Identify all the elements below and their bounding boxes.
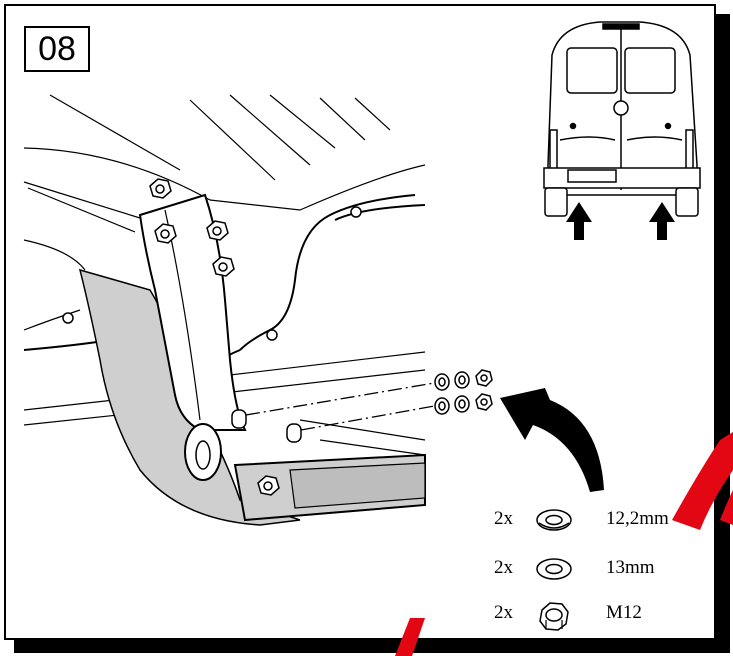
- flat-washer-icon: [534, 555, 574, 589]
- legend-size: M12: [606, 602, 642, 623]
- alignment-lines: [245, 381, 441, 431]
- cable-clips: [62, 206, 362, 341]
- washer-stack-lower: [434, 393, 493, 415]
- curved-arrow-icon: [500, 388, 604, 492]
- step-number: 08: [24, 26, 90, 72]
- van-rear-icon: [543, 21, 701, 217]
- location-arrows-icon: [566, 202, 675, 240]
- vehicle-underbody-lines: [23, 94, 426, 456]
- legend-quantity: 2x: [494, 602, 513, 623]
- hex-nut-icon: [534, 600, 574, 638]
- washer-stack-upper: [434, 369, 493, 391]
- mounting-plate: [138, 193, 247, 431]
- bolts: [231, 409, 302, 443]
- mounted-nuts: [149, 178, 235, 277]
- legend-quantity: 2x: [494, 557, 513, 578]
- crossbar-nut: [257, 475, 280, 496]
- spring-washer-icon: [534, 506, 574, 540]
- legend-quantity: 2x: [494, 508, 513, 529]
- legend-size: 12,2mm: [606, 508, 669, 529]
- legend-size: 13mm: [606, 557, 655, 578]
